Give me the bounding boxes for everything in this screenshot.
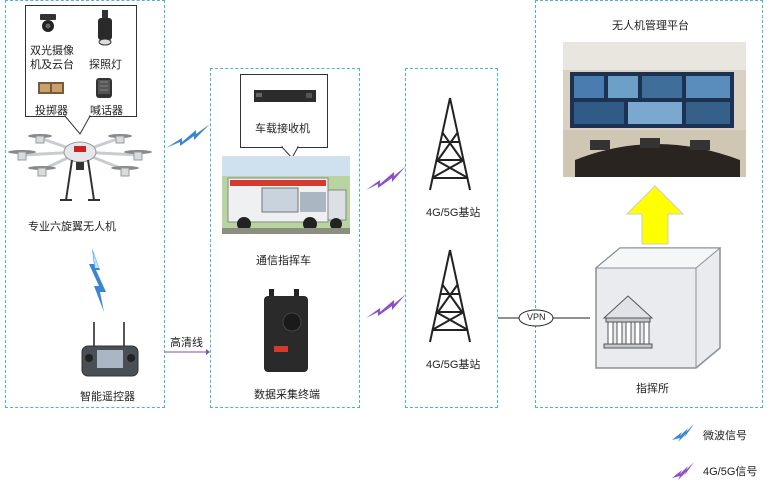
- platform-title: 无人机管理平台: [612, 20, 689, 32]
- legend-microwave-label: 微波信号: [703, 430, 747, 442]
- searchlight-label: 探照灯: [89, 59, 122, 71]
- controller-label: 智能遥控器: [80, 391, 135, 403]
- vehicle-panel: [210, 68, 360, 408]
- station-top-label: 4G/5G基站: [426, 207, 481, 219]
- megaphone-label: 喊话器: [90, 105, 123, 117]
- dual-camera-label: 双光摄像 机及云台: [30, 45, 74, 71]
- drone-label: 专业六旋翼无人机: [28, 221, 116, 233]
- thrower-label: 投掷器: [35, 105, 68, 117]
- vehicle-label: 通信指挥车: [256, 255, 311, 267]
- hd-link-label: 高清线: [170, 337, 203, 349]
- vpn-label: VPN: [527, 312, 546, 322]
- receiver-label: 车载接收机: [255, 123, 310, 135]
- legend-cellular-label: 4G/5G信号: [703, 466, 758, 478]
- platform-panel: [535, 0, 763, 408]
- station-panel: [405, 68, 498, 408]
- receiver-callout: [240, 74, 328, 148]
- drone-panel: [5, 0, 165, 408]
- vehicle-receiver-icon: [254, 90, 316, 102]
- station-bottom-label: 4G/5G基站: [426, 359, 481, 371]
- command-post-label: 指挥所: [636, 383, 669, 395]
- terminal-label: 数据采集终端: [254, 389, 320, 401]
